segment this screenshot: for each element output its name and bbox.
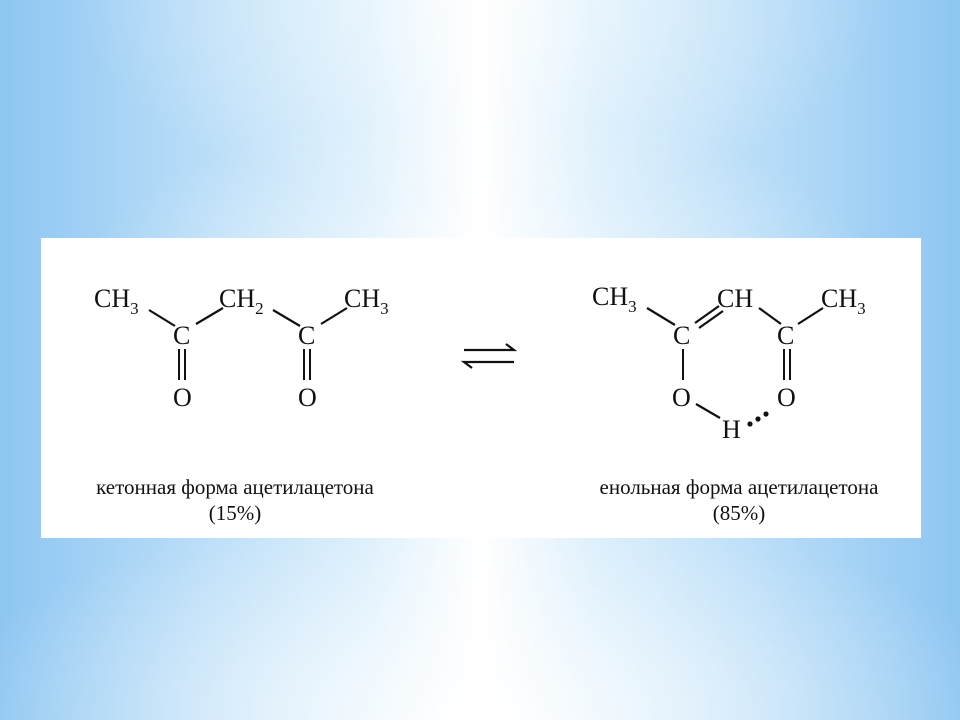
tautomerism-figure: CH3 CH2 CH3 C C O O кетонная форма ацети… — [41, 238, 921, 538]
h-bond-dot — [763, 411, 769, 417]
enol-bond-ch3-c — [646, 307, 676, 326]
keto-c-left: C — [173, 321, 190, 350]
enol-ch3-right: CH3 — [821, 284, 866, 318]
reaction-scheme: CH3 CH2 CH3 C C O O кетонная форма ацети… — [94, 282, 880, 525]
enol-percent: (85%) — [713, 501, 765, 525]
enol-double-bond-a — [694, 305, 720, 324]
enol-h: H — [722, 415, 741, 444]
keto-bond-ch3-c — [148, 309, 176, 327]
keto-o-left: O — [173, 383, 192, 412]
enol-ch: CH — [717, 284, 753, 313]
keto-ch2: CH2 — [219, 284, 264, 318]
keto-bond-c-ch2 — [195, 307, 224, 325]
enol-c-left: C — [673, 321, 690, 350]
keto-percent: (15%) — [209, 501, 261, 525]
enol-bond-o-h — [695, 403, 721, 419]
keto-bond-ch2-c — [272, 309, 301, 327]
enol-o-left: O — [672, 383, 691, 412]
keto-caption: кетонная форма ацетилацетона — [96, 475, 374, 499]
enol-structure: CH3 CH CH3 C C O O H — [592, 282, 866, 444]
h-bond-dot — [747, 421, 753, 427]
keto-structure: CH3 CH2 CH3 C C O O — [94, 284, 389, 412]
keto-c-right: C — [298, 321, 315, 350]
keto-ch3-right: CH3 — [344, 284, 389, 318]
keto-bond-c-ch3 — [320, 307, 348, 325]
hydrogen-bond-dots — [747, 411, 769, 427]
enol-o-right: O — [777, 383, 796, 412]
enol-double-bond-b — [698, 310, 724, 329]
reverse-arrow — [460, 360, 514, 369]
forward-arrow — [464, 343, 518, 352]
enol-ch3-left: CH3 — [592, 282, 637, 316]
h-bond-dot — [755, 416, 761, 422]
enol-bond-ch-c — [758, 307, 782, 325]
keto-o-right: O — [298, 383, 317, 412]
enol-bond-c-ch3 — [797, 307, 824, 325]
enol-c-right: C — [777, 321, 794, 350]
equilibrium-arrows-icon — [460, 343, 518, 369]
enol-caption: енольная форма ацетилацетона — [600, 475, 880, 499]
keto-ch3-left: CH3 — [94, 284, 139, 318]
